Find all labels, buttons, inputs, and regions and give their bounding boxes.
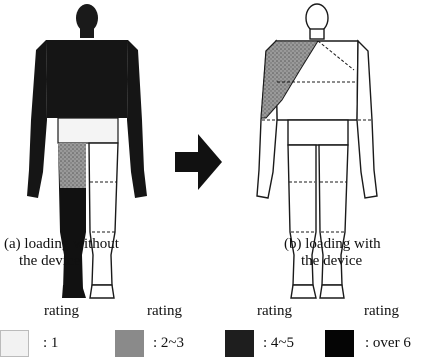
legend-label-4: : over 6 xyxy=(365,335,411,351)
legend-header-2: rating xyxy=(147,303,182,319)
legend-swatch-2 xyxy=(115,330,144,357)
figure-a-caption-line1: (a) loading without xyxy=(4,236,119,253)
legend-swatch-1 xyxy=(0,330,29,357)
figure-b-neck xyxy=(310,29,324,39)
legend-label-3: : 4~5 xyxy=(263,335,294,351)
figure-a-head xyxy=(76,4,98,32)
legend-swatch-3 xyxy=(225,330,254,357)
figure-a-caption-line2: the device xyxy=(19,253,80,270)
figure-a-left-arm xyxy=(27,40,47,198)
figure-b-head xyxy=(306,4,328,32)
figure-b-caption-line1: (b) loading with xyxy=(284,236,381,253)
figure-a-torso xyxy=(46,40,128,118)
figure-a-neck xyxy=(80,28,94,38)
figure-a-left-foot xyxy=(62,285,86,298)
figure-a-left-thigh-gray xyxy=(58,143,86,188)
figure-a-right-arm xyxy=(127,40,147,198)
legend-header-3: rating xyxy=(257,303,292,319)
figure-a-pelvis xyxy=(58,118,118,143)
figure-a-right-foot xyxy=(90,285,114,298)
legend-label-2: : 2~3 xyxy=(153,335,184,351)
figure-b-left-foot xyxy=(291,285,316,298)
legend-header-1: rating xyxy=(44,303,79,319)
figure-a-right-leg xyxy=(89,143,118,285)
figure-b-pelvis xyxy=(288,120,348,145)
legend-label-1: : 1 xyxy=(43,335,58,351)
figure-b-caption-line2: the device xyxy=(301,253,362,270)
legend-swatch-4 xyxy=(325,330,354,357)
arrow-icon xyxy=(175,134,222,190)
figure-b-right-foot xyxy=(320,285,344,298)
legend-header-4: rating xyxy=(364,303,399,319)
